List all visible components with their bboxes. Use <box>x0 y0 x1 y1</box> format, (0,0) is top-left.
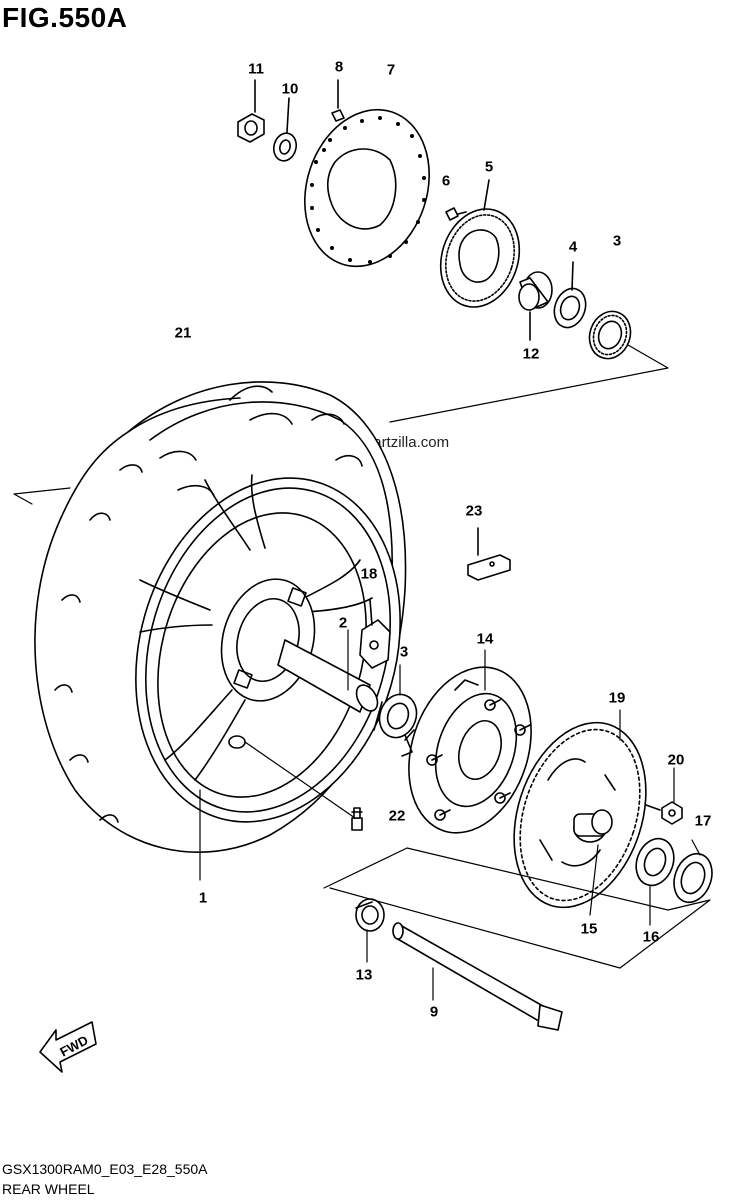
oil-seal-4-drawing <box>553 261 587 329</box>
callout-12[interactable]: 12 <box>522 345 540 363</box>
fwd-arrow-icon <box>39 1021 97 1073</box>
assembly-guide-lines <box>13 344 711 1001</box>
callout-16[interactable]: 16 <box>642 928 660 946</box>
callout-10[interactable]: 10 <box>281 80 299 98</box>
brake-disc-drawing <box>304 108 430 268</box>
callout-14[interactable]: 14 <box>476 630 494 648</box>
bearing-3-hub-drawing <box>373 693 418 741</box>
nut-20-drawing <box>645 801 683 825</box>
air-valve-drawing <box>351 807 363 831</box>
axle-drawing <box>392 922 563 1031</box>
bearing-16-drawing <box>635 837 675 887</box>
callout-19[interactable]: 19 <box>608 689 626 707</box>
damper-drawing <box>359 599 391 669</box>
callout-15[interactable]: 15 <box>580 920 598 938</box>
callout-9[interactable]: 9 <box>429 1003 439 1021</box>
callout-3-hub[interactable]: 3 <box>399 643 409 661</box>
callout-4[interactable]: 4 <box>568 238 578 256</box>
sprocket-drum-drawing <box>401 666 532 834</box>
wheel-rim-drawing <box>135 474 401 823</box>
figure-name: REAR WHEEL <box>2 1181 95 1197</box>
bolt-6-drawing <box>445 207 467 221</box>
sensor-ring-drawing <box>439 179 521 308</box>
callout-11[interactable]: 11 <box>248 60 264 78</box>
callout-18[interactable]: 18 <box>360 565 378 583</box>
callout-17[interactable]: 17 <box>694 812 712 830</box>
callout-22[interactable]: 22 <box>388 807 406 825</box>
spacer-drawing <box>277 639 379 713</box>
callout-21[interactable]: 21 <box>174 324 192 342</box>
callout-2[interactable]: 2 <box>338 614 348 632</box>
callout-7[interactable]: 7 <box>386 61 396 79</box>
washer-10-drawing <box>272 97 298 162</box>
callout-20[interactable]: 20 <box>667 751 685 769</box>
figure-title: FIG.550A <box>2 2 128 33</box>
callout-23[interactable]: 23 <box>465 502 483 520</box>
oil-seal-17-drawing <box>673 852 713 904</box>
callout-13[interactable]: 13 <box>355 966 373 984</box>
callout-1[interactable]: 1 <box>198 889 208 907</box>
bearing-3-top-drawing <box>588 310 632 360</box>
spacer-13-drawing <box>355 898 385 932</box>
sensor-bracket-drawing <box>467 527 511 581</box>
rear-sprocket-drawing <box>513 721 647 909</box>
spacer-12-drawing <box>518 271 553 341</box>
callout-6[interactable]: 6 <box>441 172 451 190</box>
bolt-8-drawing <box>331 79 345 122</box>
callout-3-top[interactable]: 3 <box>612 232 622 250</box>
callout-8[interactable]: 8 <box>334 58 344 76</box>
nut-11-drawing <box>237 79 265 143</box>
callout-5[interactable]: 5 <box>484 158 494 176</box>
figure-code: GSX1300RAM0_E03_E28_550A <box>2 1161 208 1177</box>
